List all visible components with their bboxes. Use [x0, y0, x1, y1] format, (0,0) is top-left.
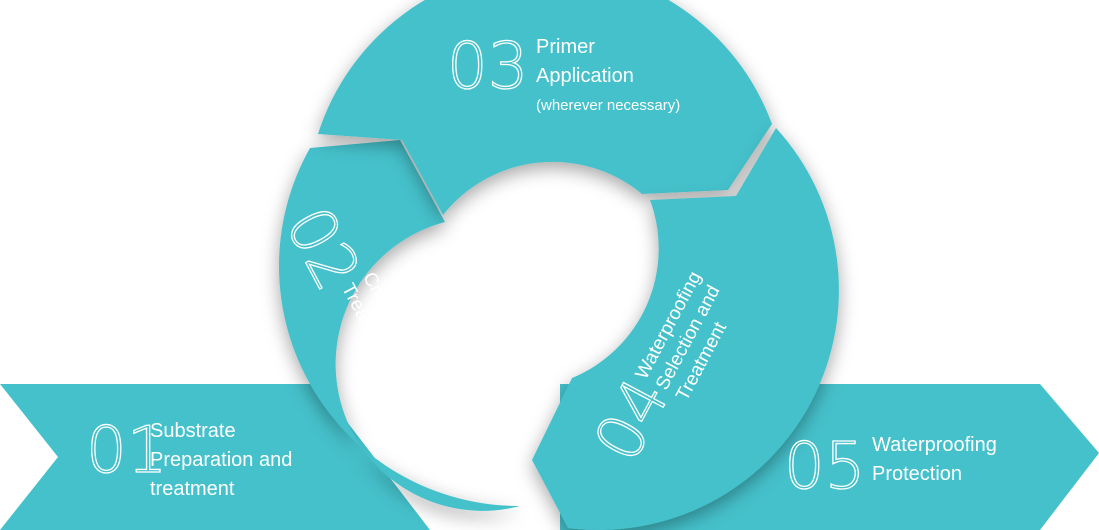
- step-01-label-line: treatment: [150, 478, 235, 500]
- step-01-label-line: Preparation and: [150, 449, 292, 471]
- step-03-segment: [318, 0, 772, 215]
- step-05-label-line: Waterproofing: [872, 434, 997, 456]
- step-03-number: 03: [447, 30, 528, 104]
- step-01-number: 01: [86, 414, 167, 488]
- step-01-arrow: [0, 384, 430, 530]
- step-03-label-line: Primer: [536, 36, 595, 58]
- step-03-note: (wherever necessary): [536, 97, 680, 114]
- step-01-label: Substrate Preparation and treatment: [150, 420, 298, 500]
- step-05-number: 05: [784, 430, 865, 504]
- step-02-label: Critical area Treatment: [337, 269, 427, 384]
- step-03-label: Primer Application: [536, 36, 634, 87]
- step-01-label-line: Substrate: [150, 420, 236, 442]
- step-02-segment: [278, 140, 520, 511]
- step-03-label-line: Application: [536, 65, 634, 87]
- step-05-label-line: Protection: [872, 463, 962, 485]
- step-05-label: Waterproofing Protection: [872, 434, 1002, 485]
- step-04-segment: [532, 128, 839, 530]
